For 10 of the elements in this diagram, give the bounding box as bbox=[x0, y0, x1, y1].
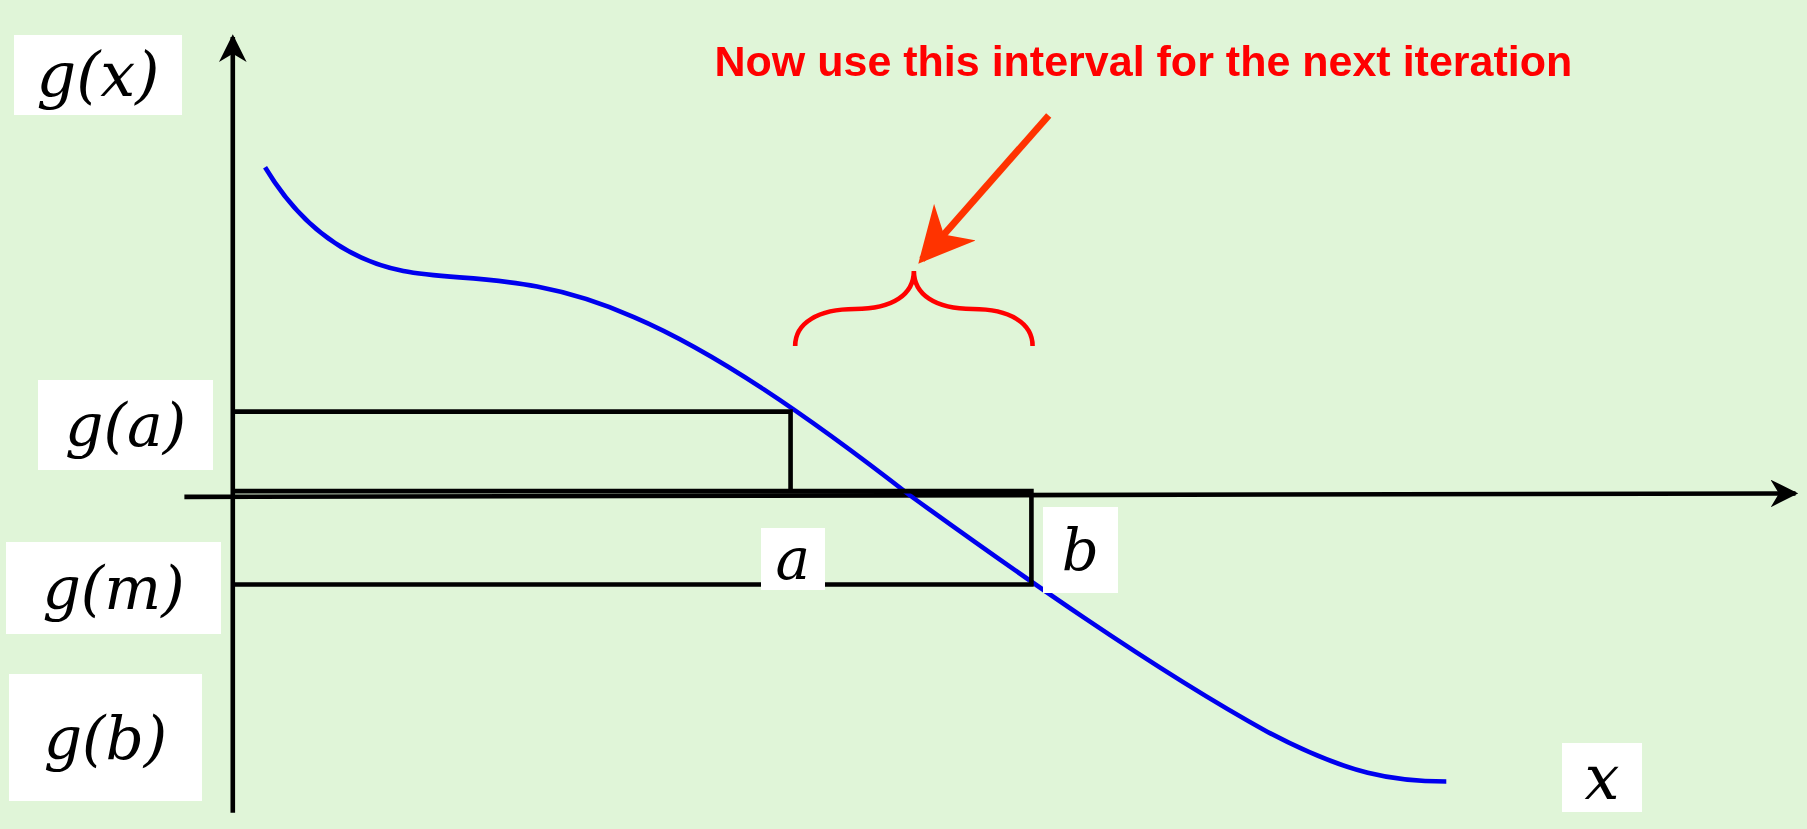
curly-brace bbox=[792, 268, 1035, 347]
math-label: a bbox=[760, 527, 826, 590]
annotation-text: Now use this interval for the next iteration bbox=[714, 36, 1573, 86]
math-label: g(b) bbox=[9, 674, 202, 801]
math-label: g(x) bbox=[13, 34, 183, 116]
math-label: g(a) bbox=[38, 380, 214, 471]
math-label: g(m) bbox=[5, 541, 222, 634]
arrow bbox=[918, 113, 1052, 264]
math-label: x bbox=[1561, 743, 1643, 813]
math-label: b bbox=[1042, 507, 1118, 594]
